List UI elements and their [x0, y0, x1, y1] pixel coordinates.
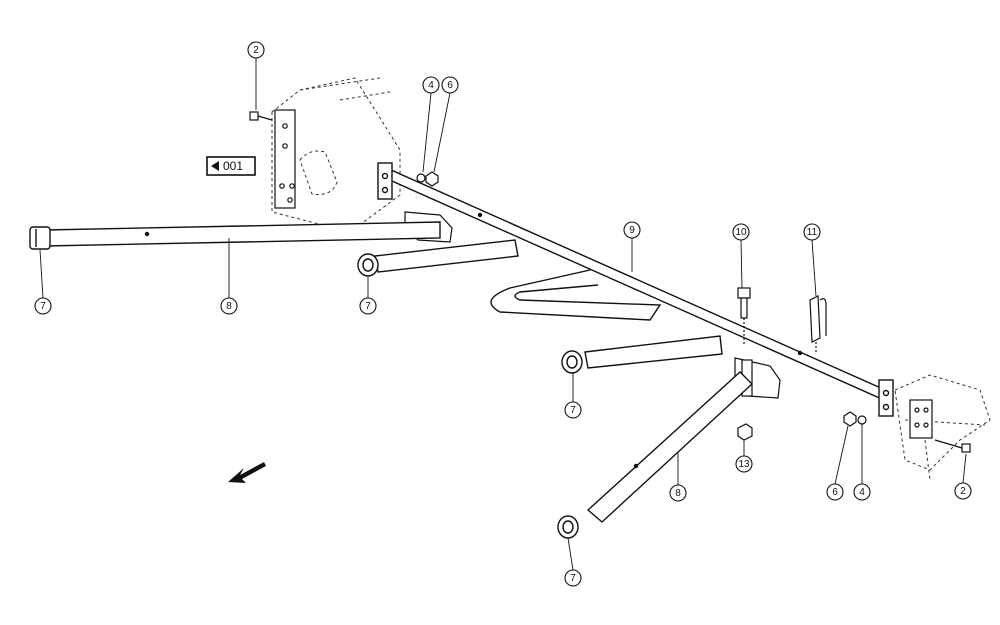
callout-circle — [803, 223, 821, 241]
callout-circle — [954, 482, 972, 500]
callout-circle — [735, 455, 753, 473]
callout-label: 2 — [960, 486, 966, 497]
left-mounting-plate — [271, 77, 401, 233]
callout-2: 2 — [954, 482, 972, 500]
main-crossbar — [377, 162, 894, 417]
callout-8: 8 — [220, 297, 238, 315]
callout-6: 6 — [826, 483, 844, 501]
callout-circle — [669, 484, 687, 502]
callout-9: 9 — [623, 221, 641, 239]
right-mounting-plate — [894, 374, 991, 481]
nut — [737, 423, 753, 441]
callout-4: 4 — [853, 483, 871, 501]
callout-label: 2 — [253, 45, 259, 56]
callout-circle — [732, 223, 750, 241]
callout-10: 10 — [732, 223, 750, 241]
callout-circle — [220, 297, 238, 315]
short-tube-right — [561, 335, 723, 374]
callout-circle — [564, 569, 582, 587]
callout-label: 9 — [629, 225, 635, 236]
callout-label: 8 — [226, 301, 232, 312]
bolt — [737, 287, 751, 345]
callout-label: 8 — [675, 488, 681, 499]
callouts: 2 4 6 9 10 11 7 8 7 7 13 6 4 2 8 7 — [34, 41, 972, 587]
callout-circle — [34, 297, 52, 315]
right-bracket — [909, 399, 933, 439]
callout-circle — [623, 221, 641, 239]
callout-13: 13 — [735, 455, 753, 473]
left-fasteners — [249, 111, 439, 187]
callout-7: 7 — [34, 297, 52, 315]
callout-7: 7 — [564, 569, 582, 587]
diagonal-tube — [557, 371, 754, 539]
callout-label: 4 — [428, 80, 434, 91]
callout-label: 11 — [807, 227, 818, 238]
callout-label: 7 — [570, 405, 576, 416]
callout-circle — [422, 76, 440, 94]
short-tube-left — [357, 239, 519, 277]
callout-label: 7 — [40, 301, 46, 312]
direction-arrow-icon — [228, 462, 266, 483]
callout-circle — [853, 483, 871, 501]
callout-circle — [564, 401, 582, 419]
callout-circle — [441, 76, 459, 94]
callout-label: 6 — [447, 80, 453, 91]
callout-circle — [247, 41, 265, 59]
callout-6: 6 — [441, 76, 459, 94]
callout-label: 7 — [365, 301, 371, 312]
callout-4: 4 — [422, 76, 440, 94]
left-bracket — [274, 109, 296, 209]
callout-circle — [826, 483, 844, 501]
callout-label: 10 — [735, 227, 747, 238]
leader-lines — [39, 58, 967, 571]
callout-label: 4 — [859, 487, 865, 498]
callout-7: 7 — [359, 297, 377, 315]
callout-8: 8 — [669, 484, 687, 502]
callout-7: 7 — [564, 401, 582, 419]
callout-2: 2 — [247, 41, 265, 59]
loop-handle — [490, 269, 662, 321]
pin — [809, 295, 827, 352]
reference-tag: 001 — [206, 156, 256, 176]
long-left-tube — [29, 221, 441, 250]
callout-11: 11 — [803, 223, 821, 241]
callout-circle — [359, 297, 377, 315]
right-fasteners — [843, 411, 971, 453]
reference-tag-text: 001 — [223, 159, 243, 173]
callout-label: 13 — [738, 459, 750, 470]
callout-label: 6 — [832, 487, 838, 498]
callout-label: 7 — [570, 573, 576, 584]
